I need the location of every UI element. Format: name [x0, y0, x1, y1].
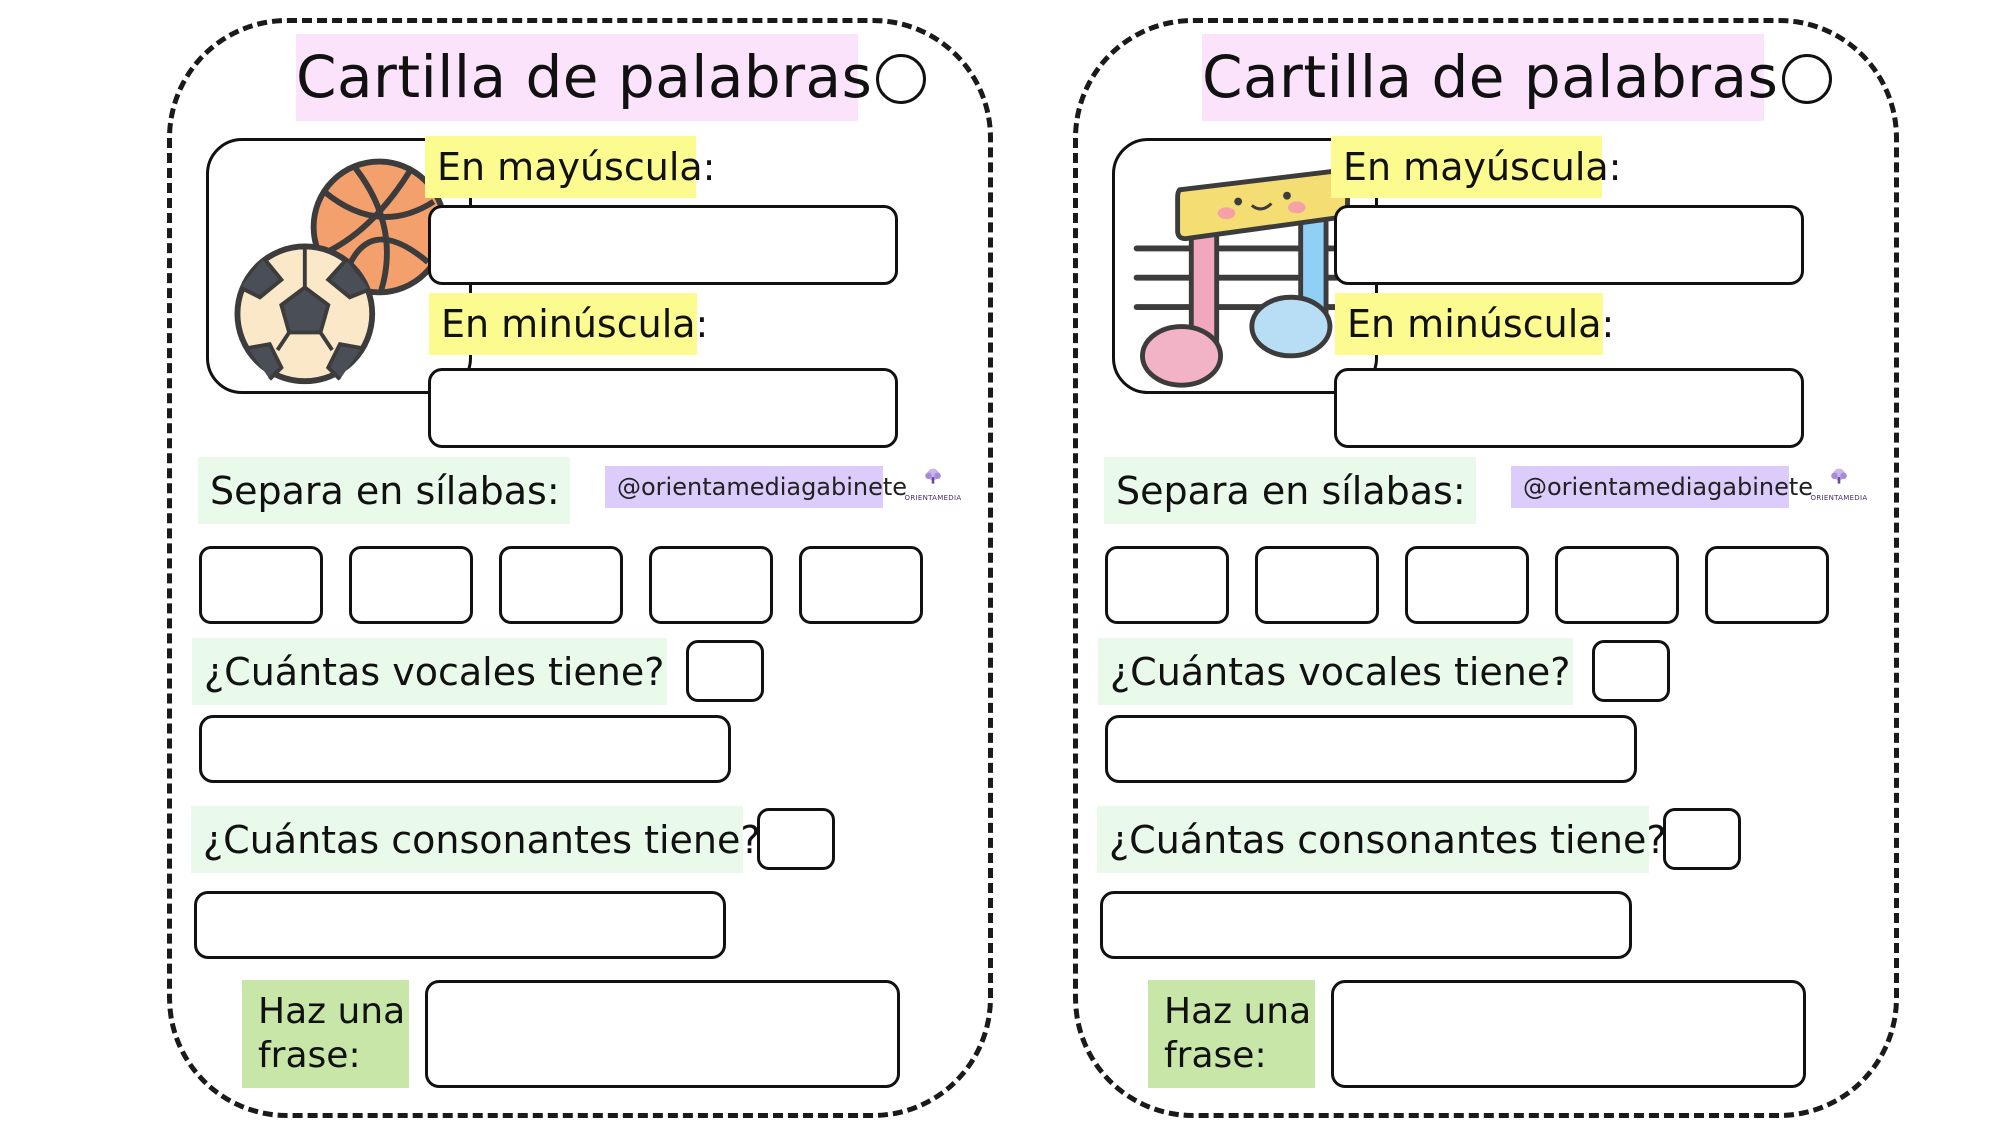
syllable-box-3[interactable]	[499, 546, 623, 624]
syllable-box-5[interactable]	[1705, 546, 1829, 624]
consonants-answer-box[interactable]	[1100, 891, 1632, 959]
syllable-box-2[interactable]	[1255, 546, 1379, 624]
word-image-frame	[1112, 138, 1378, 394]
uppercase-answer-box[interactable]	[1334, 205, 1804, 285]
tree-logo-icon	[1831, 468, 1847, 484]
card-title: Cartilla de palabras	[1202, 34, 1778, 121]
sentence-label: Haz una frase:	[1148, 980, 1315, 1088]
lowercase-answer-box[interactable]	[428, 368, 898, 448]
uppercase-label: En mayúscula:	[425, 136, 715, 198]
syllable-box-1[interactable]	[1105, 546, 1229, 624]
uppercase-answer-box[interactable]	[428, 205, 898, 285]
syllable-box-4[interactable]	[1555, 546, 1679, 624]
sentence-answer-box[interactable]	[425, 980, 900, 1088]
author-handle: @orientamediagabinete	[605, 466, 907, 508]
syllables-label: Separa en sílabas:	[1104, 457, 1476, 524]
sports-balls-icon	[234, 158, 448, 385]
consonants-label: ¿Cuántas consonantes tiene?	[191, 806, 761, 873]
sentence-answer-box[interactable]	[1331, 980, 1806, 1088]
consonants-count-box[interactable]	[1663, 808, 1741, 870]
syllable-box-2[interactable]	[349, 546, 473, 624]
lowercase-label: En minúscula:	[429, 293, 708, 355]
sentence-label-line-2: frase:	[1164, 1035, 1267, 1076]
author-handle: @orientamediagabinete	[1511, 466, 1813, 508]
vowels-answer-box[interactable]	[199, 715, 731, 783]
syllable-box-1[interactable]	[199, 546, 323, 624]
lowercase-answer-box[interactable]	[1334, 368, 1804, 448]
orientamedia-logo: ORIENTAMEDIA	[1808, 468, 1870, 508]
punch-hole-circle	[876, 54, 926, 104]
consonants-count-box[interactable]	[757, 808, 835, 870]
syllables-label: Separa en sílabas:	[198, 457, 570, 524]
syllable-box-4[interactable]	[649, 546, 773, 624]
word-card-1: Cartilla de palabras En mayúscula: En mi…	[167, 18, 993, 1118]
consonants-label: ¿Cuántas consonantes tiene?	[1097, 806, 1667, 873]
syllable-box-5[interactable]	[799, 546, 923, 624]
vowels-label: ¿Cuántas vocales tiene?	[1098, 638, 1573, 705]
sentence-label-line-1: Haz una	[258, 991, 406, 1032]
punch-hole-circle	[1782, 54, 1832, 104]
sentence-label-line-2: frase:	[258, 1035, 361, 1076]
consonants-answer-box[interactable]	[194, 891, 726, 959]
uppercase-label: En mayúscula:	[1331, 136, 1621, 198]
orientamedia-logo: ORIENTAMEDIA	[902, 468, 964, 508]
tree-logo-icon	[925, 468, 941, 484]
syllable-box-3[interactable]	[1405, 546, 1529, 624]
sentence-label: Haz una frase:	[242, 980, 409, 1088]
vowels-answer-box[interactable]	[1105, 715, 1637, 783]
sentence-label-line-1: Haz una	[1164, 991, 1312, 1032]
vowels-label: ¿Cuántas vocales tiene?	[192, 638, 667, 705]
vowels-count-box[interactable]	[686, 640, 764, 702]
word-card-2: Cartilla de palabras En mayúscula: En mi…	[1073, 18, 1899, 1118]
lowercase-label: En minúscula:	[1335, 293, 1614, 355]
music-note-icon	[1133, 167, 1357, 388]
card-title: Cartilla de palabras	[296, 34, 872, 121]
vowels-count-box[interactable]	[1592, 640, 1670, 702]
